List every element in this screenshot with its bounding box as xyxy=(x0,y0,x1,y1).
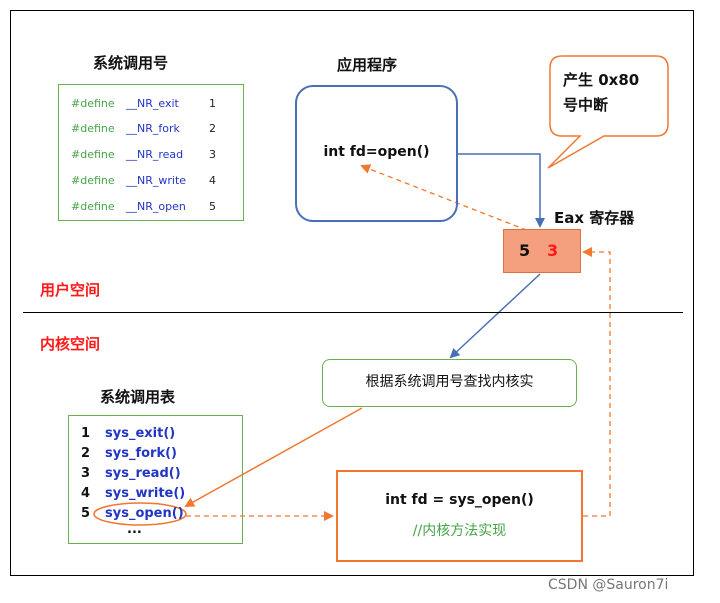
define-number: 2 xyxy=(209,122,216,135)
define-name: __NR_open xyxy=(126,200,186,213)
diagram-frame xyxy=(10,10,694,576)
define-keyword: #define xyxy=(71,97,115,110)
define-keyword: #define xyxy=(71,148,115,161)
syscall-number: 3 xyxy=(81,466,91,481)
syscall-table-box: 1 sys_exit() 2 sys_fork() 3 sys_read() 4… xyxy=(68,415,243,544)
definitions-title: 系统调用号 xyxy=(93,54,169,72)
define-number: 1 xyxy=(209,97,216,110)
define-keyword: #define xyxy=(71,174,115,187)
syscall-function: sys_read() xyxy=(105,466,181,481)
syscall-number: 5 xyxy=(81,506,91,521)
eax-new-value: 3 xyxy=(547,241,559,260)
syscall-function: sys_open() xyxy=(105,506,184,521)
definitions-box: #define __NR_exit 1 #define __NR_fork 2 … xyxy=(58,84,244,221)
eax-to-lookup-arrow xyxy=(449,273,541,359)
syscall-function: sys_write() xyxy=(105,486,186,501)
define-name: __NR_exit xyxy=(126,97,179,110)
syscall-table-more: ... xyxy=(127,522,142,537)
define-name: __NR_read xyxy=(126,148,184,161)
define-number: 4 xyxy=(209,174,216,187)
syscall-table-title: 系统调用表 xyxy=(100,388,176,406)
impl-to-eax-dashed-arrow xyxy=(582,247,611,517)
interrupt-line-1: 产生 0x80 xyxy=(563,71,640,89)
eax-old-value: 5 xyxy=(519,241,531,260)
lookup-to-table-arrow xyxy=(184,407,363,507)
define-name: __NR_write xyxy=(126,174,187,187)
kernel-space-label: 内核空间 xyxy=(40,335,101,353)
space-divider xyxy=(23,312,683,313)
eax-label: Eax 寄存器 xyxy=(554,209,635,227)
define-number: 5 xyxy=(209,200,216,213)
define-keyword: #define xyxy=(71,122,115,135)
eax-register-box xyxy=(503,229,581,273)
syscall-number: 4 xyxy=(81,486,91,501)
syscall-number: 1 xyxy=(81,426,91,441)
syscall-function: sys_fork() xyxy=(105,446,177,461)
impl-comment: //内核方法实现 xyxy=(412,523,507,539)
interrupt-bubble-text: 产生 0x80 号中断 xyxy=(563,68,663,118)
impl-code: int fd = sys_open() xyxy=(385,492,534,508)
user-space-label: 用户空间 xyxy=(40,281,101,299)
define-keyword: #define xyxy=(71,200,115,213)
app-code: int fd=open() xyxy=(323,144,430,160)
interrupt-bubble-shape xyxy=(547,55,669,169)
define-name: __NR_fork xyxy=(126,122,180,135)
sys-open-highlight xyxy=(93,502,187,526)
syscall-function: sys_exit() xyxy=(105,426,176,441)
interrupt-line-2: 号中断 xyxy=(563,96,609,114)
syscall-number: 2 xyxy=(81,446,91,461)
app-title: 应用程序 xyxy=(337,56,398,74)
lookup-box: 根据系统调用号查找内核实 xyxy=(322,359,577,407)
app-to-eax-arrow xyxy=(458,153,545,228)
watermark: CSDN @Sauron7i xyxy=(548,577,669,593)
app-box xyxy=(295,85,458,222)
kernel-impl-box: int fd = sys_open() //内核方法实现 xyxy=(336,470,583,562)
define-number: 3 xyxy=(209,148,216,161)
